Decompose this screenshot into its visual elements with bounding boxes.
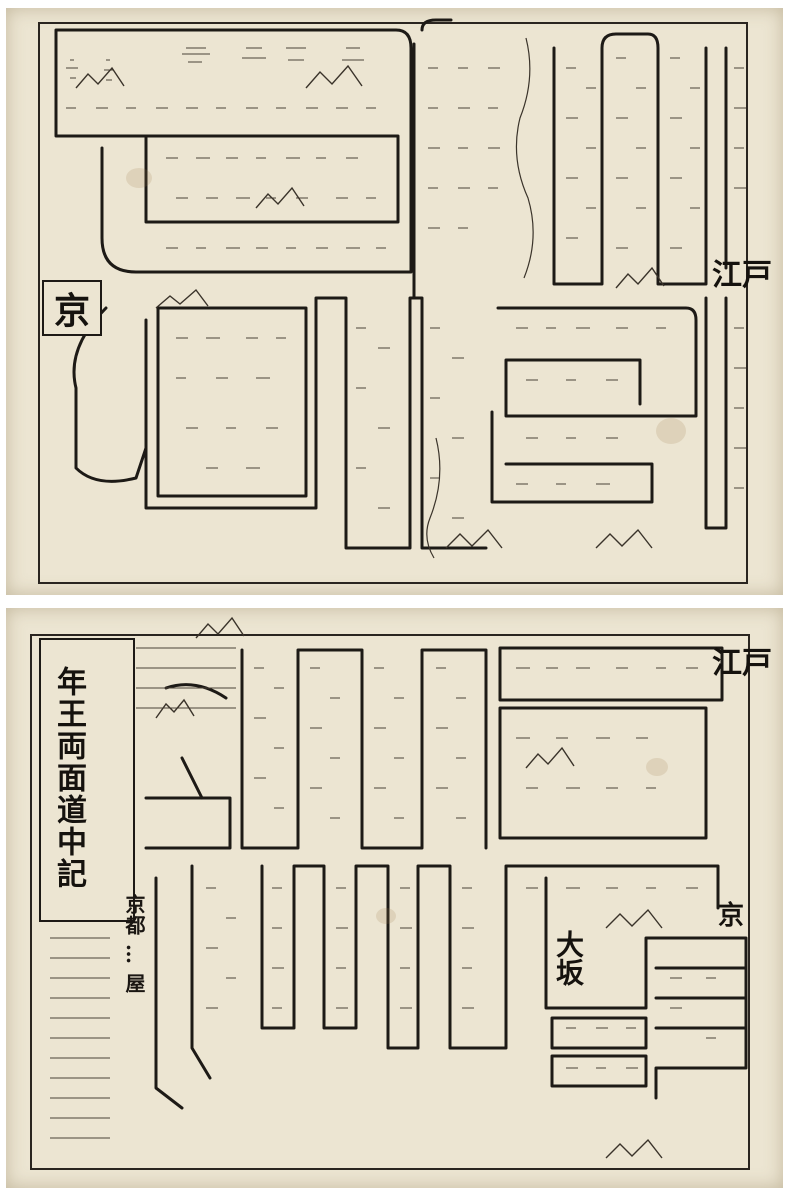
route-map-top — [54, 18, 746, 559]
paper-stain — [656, 418, 686, 444]
title-cartouche — [39, 638, 135, 922]
paper-stain — [376, 908, 396, 924]
mountain-sketches — [155, 616, 663, 1159]
osaka-label: 大坂 — [552, 930, 585, 986]
map-sheet-top: 京 江戸 — [6, 8, 783, 595]
paper-stain — [126, 168, 152, 188]
sheet-border — [38, 22, 748, 584]
edo-label: 江戸 — [712, 258, 772, 293]
mountain-sketches — [75, 64, 665, 549]
route-map-bottom — [50, 616, 748, 1159]
road-lines — [144, 646, 748, 1110]
publisher-imprint: 京都 … 屋 — [122, 894, 146, 994]
place-name-strokes — [50, 647, 716, 1139]
edo-label: 江戸 — [712, 646, 772, 681]
map-title: 年王両面道中記 — [51, 666, 86, 890]
road-lines — [54, 18, 728, 550]
river-lines — [426, 37, 534, 559]
paper-stain — [646, 758, 668, 776]
sheet-border — [30, 634, 750, 1170]
kyoto-label: 京 — [718, 901, 745, 931]
kyoto-label: 京 — [42, 280, 102, 336]
place-name-strokes — [66, 47, 746, 519]
map-sheet-bottom: 年王両面道中記 京都 … 屋 江戸 京 大坂 — [6, 608, 783, 1188]
